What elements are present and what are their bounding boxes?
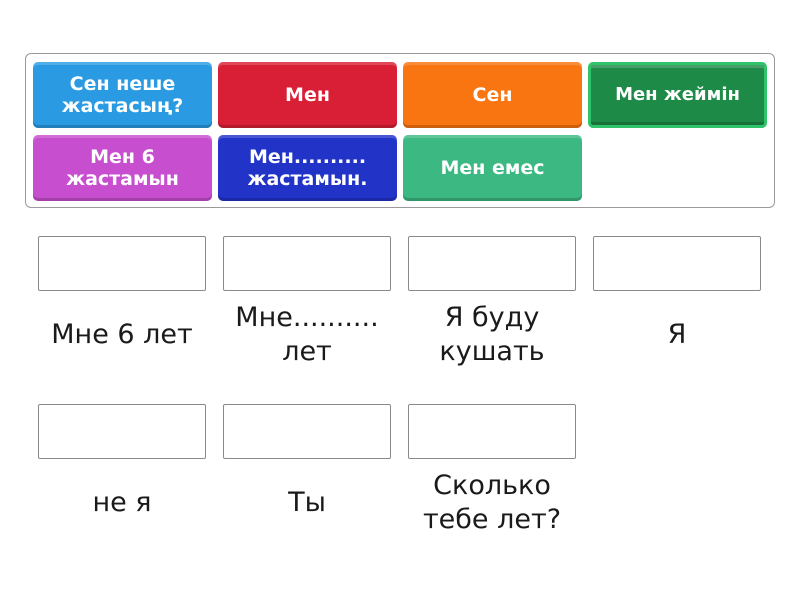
tile-label: Сен неше жастасың? xyxy=(61,73,184,117)
drop-slot-5[interactable] xyxy=(38,404,206,459)
tile-label: Мен 6 жастамын xyxy=(66,146,179,190)
tile-label: Сен xyxy=(472,84,513,106)
tile-men-zheymin[interactable]: Мен жеймін xyxy=(588,62,767,128)
tile-label: Мен жеймін xyxy=(615,84,740,105)
target-label-6: Ты xyxy=(288,487,326,518)
drop-slot-1[interactable] xyxy=(38,236,206,291)
drop-slot-4[interactable] xyxy=(593,236,761,291)
tile-men[interactable]: Мен xyxy=(218,62,397,128)
target-label-4: Я xyxy=(667,319,687,350)
tile-sen[interactable]: Сен xyxy=(403,62,582,128)
drop-slot-2[interactable] xyxy=(223,236,391,291)
drop-slot-6[interactable] xyxy=(223,404,391,459)
target-label-7: Сколько тебе лет? xyxy=(422,470,562,535)
drop-slot-7[interactable] xyxy=(408,404,576,459)
tile-label: Мен xyxy=(285,84,330,106)
tile-men-6-zhastamyn[interactable]: Мен 6 жастамын xyxy=(33,135,212,201)
tile-men-blank-zhastamyn[interactable]: Мен.......... жастамын. xyxy=(218,135,397,201)
tile-men-emes[interactable]: Мен емес xyxy=(403,135,582,201)
tile-label: Мен емес xyxy=(440,157,545,179)
target-label-2: Мне.......... лет xyxy=(235,302,379,367)
tile-sen-neshe-zhastasyn[interactable]: Сен неше жастасың? xyxy=(33,62,212,128)
target-label-3: Я буду кушать xyxy=(439,302,545,367)
target-label-5: не я xyxy=(92,487,152,518)
drop-slot-3[interactable] xyxy=(408,236,576,291)
word-bank: Сен неше жастасың? Мен Сен Мен жеймін Ме… xyxy=(25,53,775,208)
tile-label: Мен.......... жастамын. xyxy=(247,146,368,190)
target-label-1: Мне 6 лет xyxy=(51,319,193,350)
